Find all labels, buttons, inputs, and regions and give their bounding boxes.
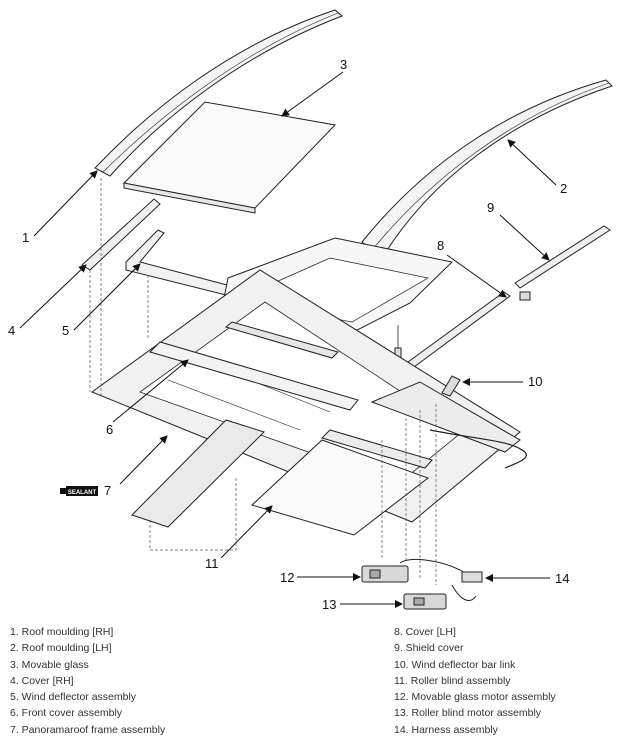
legend-item: 12. Movable glass motor assembly bbox=[394, 691, 556, 704]
legend-item: 7. Panoramaroof frame assembly bbox=[10, 723, 166, 736]
alignment-lines bbox=[89, 178, 437, 585]
roller-blind-assembly bbox=[251, 439, 430, 536]
callout-4: 4 bbox=[8, 323, 15, 338]
wind-deflector-bar-link bbox=[441, 375, 461, 397]
callout-12: 12 bbox=[280, 570, 294, 585]
callout-1: 1 bbox=[22, 230, 29, 245]
rear-bar bbox=[321, 429, 433, 469]
leader-lines bbox=[19, 71, 557, 608]
legend-item: 14. Harness assembly bbox=[394, 723, 498, 736]
wind-deflector-assembly bbox=[125, 229, 247, 301]
front-cover-assembly bbox=[149, 321, 359, 411]
shield-cover bbox=[514, 225, 611, 301]
callout-10: 10 bbox=[528, 374, 542, 389]
callout-11: 11 bbox=[205, 556, 219, 571]
callout-3: 3 bbox=[340, 57, 347, 72]
harness-assembly bbox=[399, 558, 483, 601]
sealant-tube-icon: SEALANT bbox=[60, 486, 98, 496]
cover-lh bbox=[407, 291, 511, 368]
legend-item: 8. Cover [LH] bbox=[394, 626, 456, 638]
legend-item: 9. Shield cover bbox=[394, 642, 464, 655]
callout-6: 6 bbox=[106, 422, 113, 437]
callout-8: 8 bbox=[437, 238, 444, 253]
callout-14: 14 bbox=[555, 571, 569, 586]
parts-legend-right: 8. Cover [LH] 9. Shield cover 10. Wind d… bbox=[394, 624, 556, 738]
legend-item: 5. Wind deflector assembly bbox=[10, 691, 137, 704]
callout-5: 5 bbox=[62, 323, 69, 338]
legend-item: 10. Wind deflector bar link bbox=[394, 658, 516, 671]
legend-item: 1. Roof moulding [RH] bbox=[10, 626, 114, 638]
callout-13: 13 bbox=[322, 597, 336, 612]
sealant-label: SEALANT bbox=[68, 490, 97, 496]
legend-item: 6. Front cover assembly bbox=[10, 707, 123, 720]
exploded-view-diagram: SEALANT 1 2 3 4 5 6 7 8 9 10 11 12 13 14 bbox=[8, 9, 613, 612]
legend-item: 3. Movable glass bbox=[10, 658, 89, 671]
parts-legend-left: 1. Roof moulding [RH] 2. Roof moulding [… bbox=[10, 624, 165, 738]
cover-rh bbox=[81, 198, 161, 271]
legend-item: 4. Cover [RH] bbox=[10, 674, 74, 687]
legend-item: 13. Roller blind motor assembly bbox=[394, 707, 542, 720]
callout-7: 7 bbox=[104, 483, 111, 498]
legend-item: 2. Roof moulding [LH] bbox=[10, 642, 112, 655]
legend-item: 11. Roller blind assembly bbox=[394, 674, 511, 687]
callout-numbers: 1 2 3 4 5 6 7 8 9 10 11 12 13 14 bbox=[8, 57, 569, 612]
callout-9: 9 bbox=[487, 200, 494, 215]
movable-glass-motor-assembly bbox=[361, 565, 409, 583]
roof-moulding-rh bbox=[94, 9, 343, 177]
roof-moulding-lh bbox=[361, 79, 613, 259]
movable-glass bbox=[122, 101, 337, 214]
callout-2: 2 bbox=[560, 181, 567, 196]
roller-blind-motor-assembly bbox=[403, 593, 447, 610]
